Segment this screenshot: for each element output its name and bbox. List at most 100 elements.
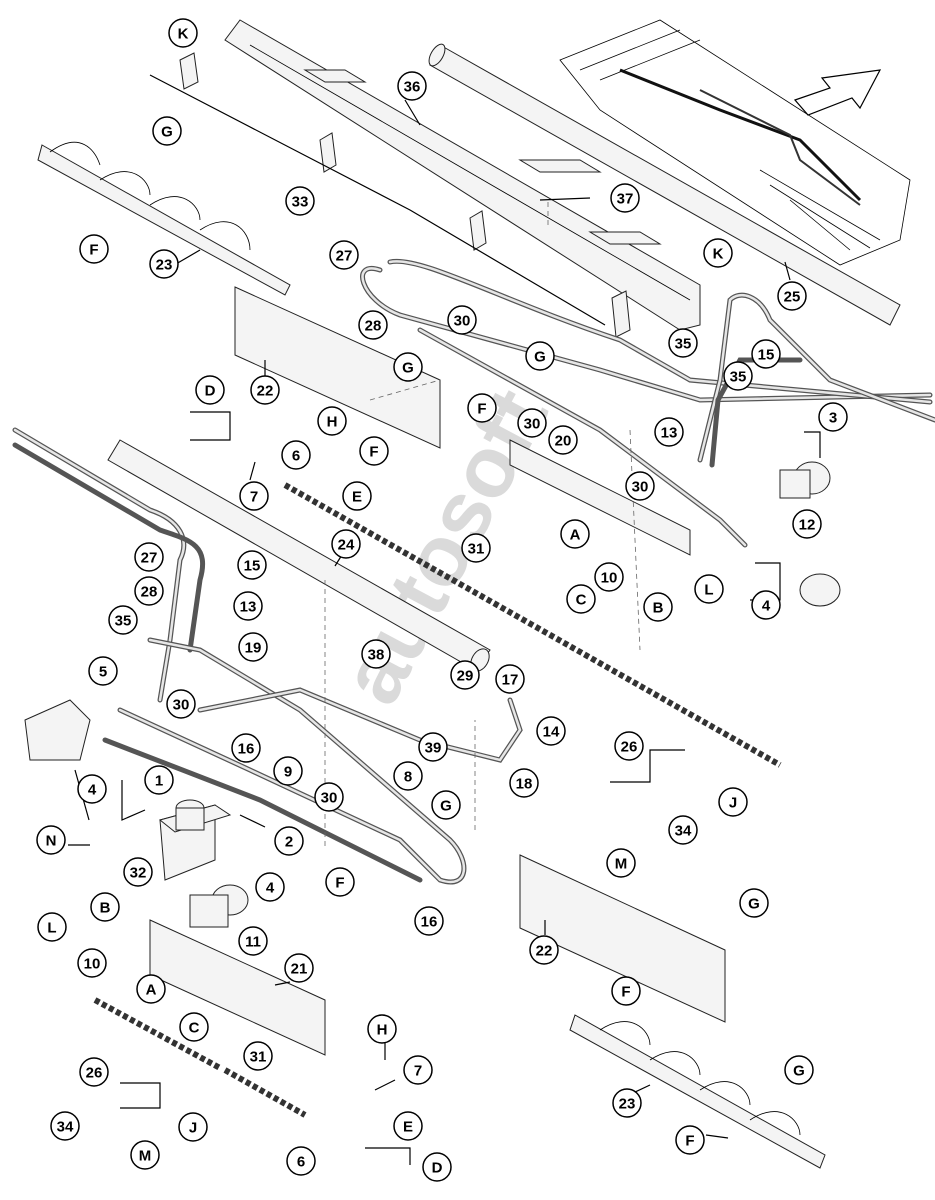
- callout-label: D: [205, 383, 216, 400]
- callout-label: 30: [173, 697, 190, 714]
- callout-34a: 34: [668, 815, 698, 845]
- callout-circle: [238, 926, 268, 956]
- callout-13a: 13: [654, 417, 684, 447]
- callout-circle: [668, 815, 698, 845]
- callout-G5: G: [739, 888, 769, 918]
- callout-circle: [123, 857, 153, 887]
- callout-label: 33: [292, 194, 309, 211]
- callout-24: 24: [331, 529, 361, 559]
- callout-label: 19: [245, 640, 262, 657]
- callout-7b: 7: [403, 1055, 433, 1085]
- callout-label: F: [621, 984, 630, 1001]
- callout-circle: [134, 542, 164, 572]
- callout-J2: J: [178, 1112, 208, 1142]
- callout-C1: C: [566, 584, 596, 614]
- callout-F1: F: [79, 234, 109, 264]
- callout-circle: [611, 976, 641, 1006]
- callout-32: 32: [123, 857, 153, 887]
- callout-E2: E: [393, 1111, 423, 1141]
- callout-circle: [818, 402, 848, 432]
- callout-label: C: [189, 1020, 200, 1037]
- callout-circle: [274, 826, 304, 856]
- callout-circle: [403, 1055, 433, 1085]
- callout-K1: K: [168, 18, 198, 48]
- callout-label: 27: [336, 248, 353, 265]
- callout-label: 23: [619, 1096, 636, 1113]
- callout-H1: H: [317, 406, 347, 436]
- callout-F5: F: [611, 976, 641, 1006]
- callout-label: 22: [536, 943, 553, 960]
- callout-label: A: [146, 982, 157, 999]
- callout-L1: L: [694, 574, 724, 604]
- callout-circle: [397, 71, 427, 101]
- callout-D1: D: [195, 375, 225, 405]
- callout-label: B: [100, 900, 111, 917]
- callout-label: F: [89, 242, 98, 259]
- callout-label: J: [729, 795, 737, 812]
- callout-circle: [594, 562, 624, 592]
- callout-label: 15: [244, 558, 261, 575]
- callout-22b: 22: [529, 935, 559, 965]
- callout-label: 17: [502, 672, 519, 689]
- callout-11: 11: [238, 926, 268, 956]
- callout-4c: 4: [255, 872, 285, 902]
- callout-circle: [548, 425, 578, 455]
- callout-label: 15: [758, 347, 775, 364]
- callout-label: 21: [291, 961, 308, 978]
- callout-label: 6: [297, 1154, 305, 1171]
- callout-14: 14: [536, 716, 566, 746]
- callout-28b: 28: [134, 576, 164, 606]
- callout-circle: [79, 234, 109, 264]
- callout-label: 10: [84, 956, 101, 973]
- callout-label: 10: [601, 570, 618, 587]
- callout-circle: [509, 768, 539, 798]
- callout-10a: 10: [594, 562, 624, 592]
- callout-label: 39: [425, 740, 442, 757]
- panel-21: [149, 919, 326, 1056]
- callout-label: 7: [250, 489, 258, 506]
- callout-label: K: [713, 246, 724, 263]
- callout-circle: [238, 632, 268, 662]
- callout-circle: [314, 782, 344, 812]
- motor-11: [189, 884, 249, 928]
- callout-circle: [461, 533, 491, 563]
- callout-label: 29: [457, 668, 474, 685]
- callout-circle: [239, 481, 269, 511]
- callout-K2: K: [703, 238, 733, 268]
- callout-19: 19: [238, 632, 268, 662]
- callout-circle: [36, 825, 66, 855]
- callout-18: 18: [509, 768, 539, 798]
- callout-B2: B: [90, 892, 120, 922]
- callout-5: 5: [88, 656, 118, 686]
- callout-23b: 23: [612, 1088, 642, 1118]
- callout-circle: [130, 1140, 160, 1170]
- callout-label: F: [335, 875, 344, 892]
- callout-circle: [694, 574, 724, 604]
- callout-12: 12: [792, 509, 822, 539]
- callout-label: 23: [156, 257, 173, 274]
- callout-circle: [536, 716, 566, 746]
- callout-circle: [168, 18, 198, 48]
- callout-label: G: [440, 798, 452, 815]
- callout-label: 6: [292, 448, 300, 465]
- callout-circle: [467, 393, 497, 423]
- callout-35a: 35: [668, 328, 698, 358]
- callout-circle: [358, 310, 388, 340]
- block-32: [158, 799, 232, 881]
- callout-30c: 30: [625, 471, 655, 501]
- callout-F3: F: [359, 436, 389, 466]
- callout-label: G: [402, 360, 414, 377]
- callout-30e: 30: [314, 782, 344, 812]
- callout-circle: [286, 1146, 316, 1176]
- callout-label: 30: [454, 313, 471, 330]
- callout-circle: [331, 529, 361, 559]
- callout-15b: 15: [237, 550, 267, 580]
- callout-circle: [50, 1111, 80, 1141]
- callout-label: H: [377, 1022, 388, 1039]
- callout-H2: H: [367, 1014, 397, 1044]
- callout-circle: [284, 953, 314, 983]
- callout-circle: [447, 305, 477, 335]
- callout-label: B: [653, 600, 664, 617]
